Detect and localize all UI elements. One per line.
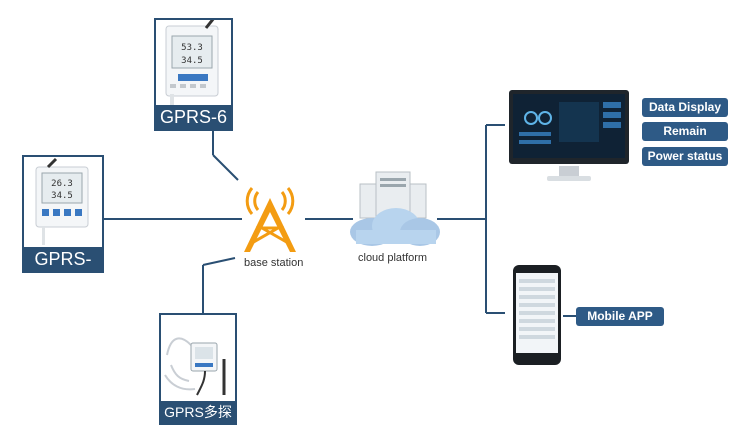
phone-icon	[513, 265, 561, 365]
cloud-platform-icon	[350, 171, 440, 246]
gprsc3-device-image: 26.3 34.5	[35, 157, 89, 245]
remain-battery-tag: Remain battery	[642, 122, 728, 157]
device-card-gprs6: 53.3 34.5 GPRS-6	[154, 18, 233, 131]
device-card-gprsc3: 26.3 34.5 GPRS-C3	[22, 155, 104, 273]
gprs6-device-image: 53.3 34.5	[165, 20, 219, 108]
power-status-tag: Power status	[642, 147, 728, 166]
cloud-platform-label: cloud platform	[358, 252, 428, 264]
base-station-icon	[244, 187, 296, 252]
base-station-label: base station	[244, 257, 304, 269]
gprs6-display-bottom: 34.5	[181, 56, 203, 66]
monitor-icon	[509, 90, 629, 181]
device-card-gprs-multi: GPRS多探头	[159, 313, 237, 425]
gprsc3-display-bottom: 34.5	[51, 191, 73, 201]
data-display-tag: Data Display	[642, 98, 728, 117]
gprsc3-display-top: 26.3	[51, 179, 73, 189]
mobile-app-tag: Mobile APP	[576, 307, 664, 326]
gprs-multi-device-image	[164, 337, 226, 396]
gprsc3-label: GPRS-C3	[24, 247, 102, 271]
gprs6-label: GPRS-6	[156, 105, 231, 129]
gprs-multi-label: GPRS多探头	[161, 401, 235, 423]
gprs6-display-top: 53.3	[181, 43, 203, 53]
